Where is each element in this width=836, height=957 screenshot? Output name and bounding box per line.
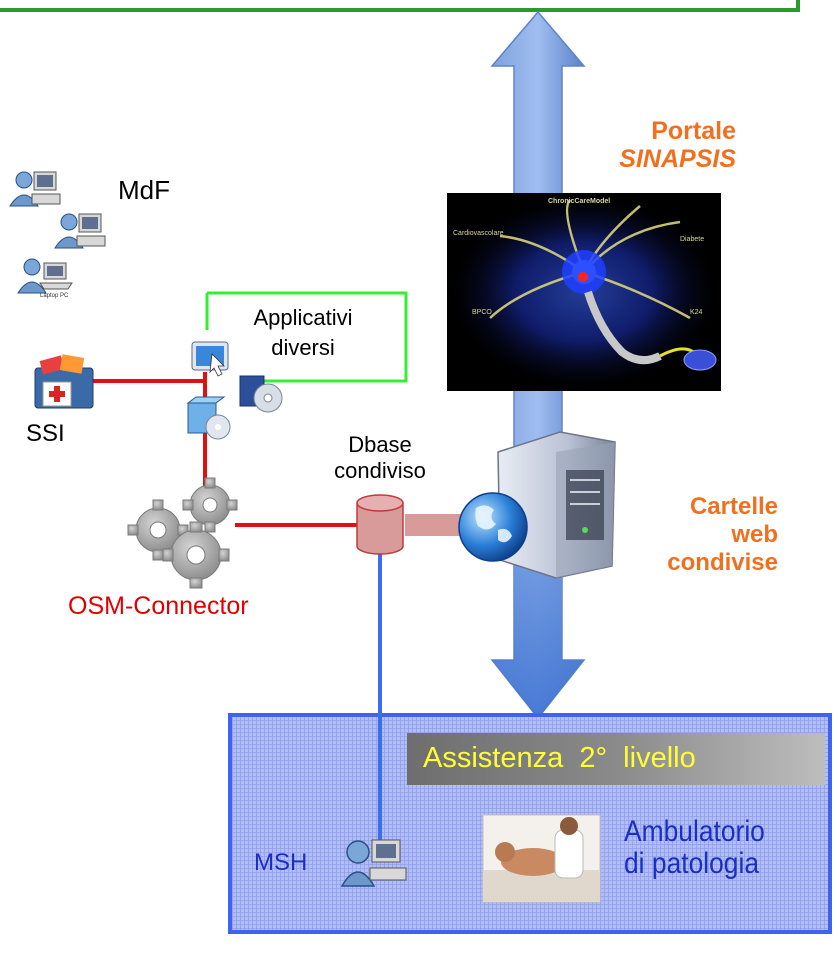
ambulatorio-label: Ambulatorio di patologia: [624, 816, 765, 880]
laptop-caption: Laptop PC: [40, 293, 69, 299]
connector-label: OSM-Connector: [68, 592, 249, 620]
portal-title-line1: Portale: [651, 117, 736, 145]
user-pc-icon-2: [54, 213, 106, 249]
portal-title: Portale SINAPSIS: [566, 117, 736, 173]
top-frame: [0, 0, 800, 12]
server-icon: [497, 431, 616, 579]
neuron-label-top: ChronicCareModel: [548, 198, 611, 205]
msh-user-pc-icon: [340, 839, 407, 887]
dbase-line2: condiviso: [334, 458, 426, 483]
mdf-label: MdF: [118, 175, 170, 205]
folder-icon: [34, 354, 94, 409]
neuron-image: [447, 193, 721, 391]
globe-icon: [458, 492, 528, 562]
neuron-label-right: Diabete: [680, 236, 705, 243]
monitor-app-icon: [191, 341, 229, 377]
applicativi-line2: diversi: [271, 335, 335, 360]
box-app-icon: [186, 396, 231, 440]
ambulatorio-line1: Ambulatorio: [624, 815, 765, 848]
cartelle-line2: web: [731, 521, 778, 548]
applicativi-label: Applicativi diversi: [228, 303, 378, 363]
applicativi-frame: [207, 291, 408, 383]
gears-icon: [127, 477, 238, 589]
patient-photo: [482, 814, 601, 903]
banner-label: Assistenza 2° livello: [423, 742, 696, 774]
ssi-label: SSI: [26, 420, 65, 447]
msh-label: MSH: [254, 849, 308, 876]
portal-title-line2: SINAPSIS: [619, 145, 736, 173]
dbase-label: Dbase condiviso: [310, 432, 450, 484]
cd-app-icon: [239, 375, 283, 413]
user-pc-icon-1: [9, 171, 61, 207]
database-icon: [356, 494, 404, 555]
ambulatorio-line2: di patologia: [624, 847, 760, 880]
banner-bg: [407, 733, 825, 785]
dbase-line1: Dbase: [348, 432, 412, 457]
neuron-label-bottom-left: BPCO: [472, 309, 492, 316]
neuron-label-left: Cardiovascolare: [453, 230, 504, 237]
cartelle-line1: Cartelle: [689, 493, 778, 520]
applicativi-line1: Applicativi: [253, 305, 353, 330]
cartelle-label: Cartelle web condivise: [600, 493, 778, 577]
user-laptop-icon: [17, 258, 73, 294]
cartelle-line3: condivise: [667, 549, 778, 576]
neuron-label-bottom-right: K24: [690, 309, 703, 316]
